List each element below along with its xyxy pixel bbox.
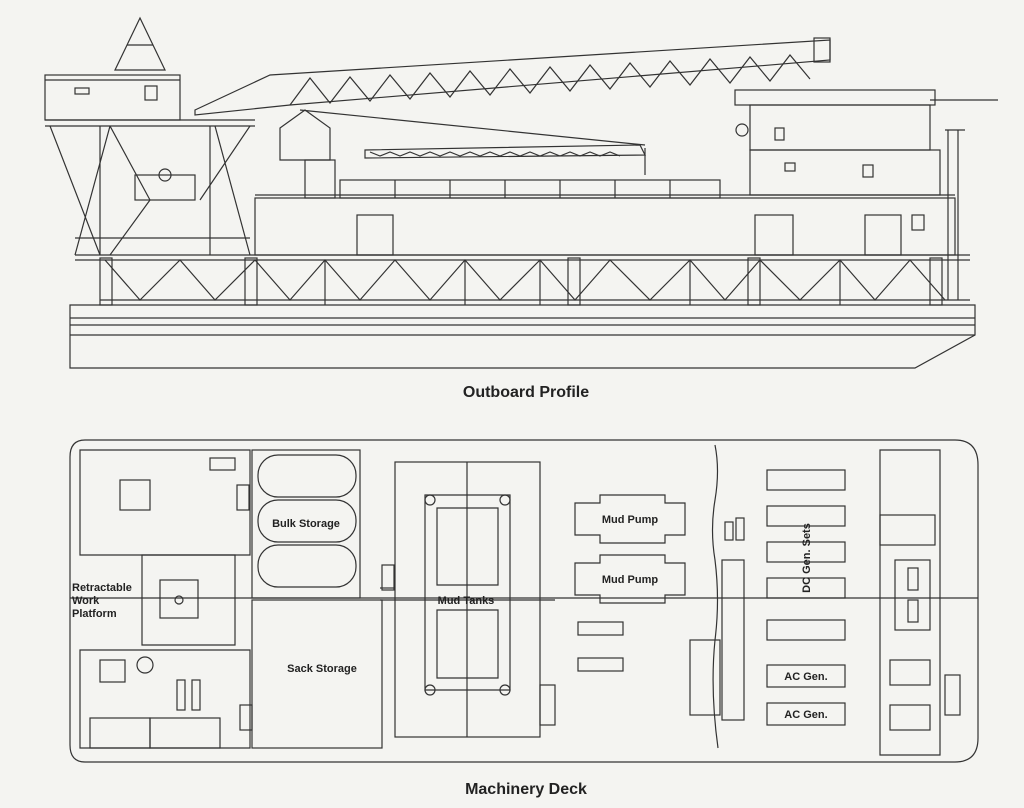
mud-pumps bbox=[574, 494, 686, 672]
derrick-structure bbox=[44, 16, 255, 256]
outboard-profile-drawing bbox=[44, 16, 998, 369]
stern-compartments bbox=[879, 449, 961, 756]
crane-boom bbox=[194, 37, 831, 199]
bulk-storage-label: Bulk Storage bbox=[272, 518, 340, 530]
sack-storage-label: Sack Storage bbox=[287, 663, 357, 675]
mud-pump-1-label: Mud Pump bbox=[602, 514, 658, 526]
left-compartments bbox=[79, 449, 253, 749]
retractable-platform-label-3: Platform bbox=[72, 608, 117, 620]
aft-deckhouse bbox=[734, 89, 998, 300]
dc-gen-sets-label: DC Gen. Sets bbox=[801, 523, 813, 593]
ac-gen-1-label: AC Gen. bbox=[784, 671, 827, 683]
mud-tanks-label: Mud Tanks bbox=[438, 595, 495, 607]
retractable-platform-label-1: Retractable bbox=[72, 582, 132, 594]
machinery-deck-caption: Machinery Deck bbox=[465, 781, 587, 798]
storage-area bbox=[251, 449, 383, 749]
ac-gen-2-label: AC Gen. bbox=[784, 709, 827, 721]
outboard-profile-caption: Outboard Profile bbox=[462, 384, 590, 401]
mud-pump-2-label: Mud Pump bbox=[602, 574, 658, 586]
barge-hull bbox=[69, 304, 976, 369]
mud-tanks-frame bbox=[380, 461, 556, 738]
retractable-platform-label-2: Work bbox=[72, 595, 100, 607]
deck-outline bbox=[69, 439, 979, 763]
generator-room bbox=[689, 444, 846, 749]
